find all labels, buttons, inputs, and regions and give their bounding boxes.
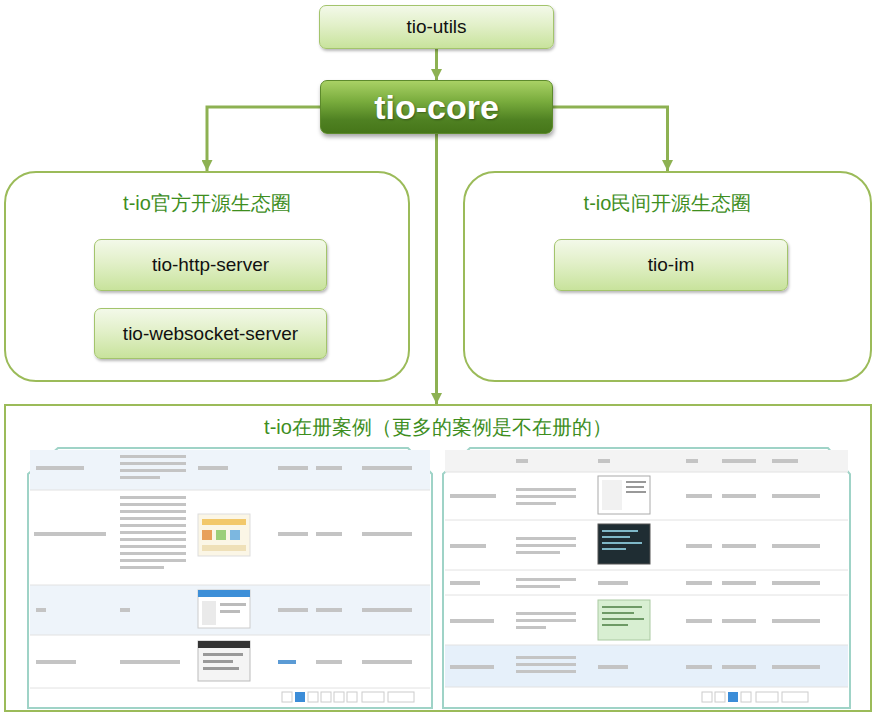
connector-arrow	[435, 134, 438, 404]
node-label: tio-utils	[406, 16, 466, 38]
connector-arrow	[207, 107, 320, 171]
node-label: tio-websocket-server	[123, 323, 298, 345]
thumbnail	[598, 524, 650, 564]
node-label: tio-core	[374, 88, 499, 127]
pagination	[282, 692, 414, 702]
group-heading: t-io在册案例（更多的案例是不在册的）	[6, 414, 870, 441]
ecosystem-group: t-io民间开源生态圈 tio-im	[463, 171, 872, 382]
connector-arrow	[553, 107, 668, 171]
screenshot-right	[443, 448, 850, 708]
node-label: tio-im	[648, 254, 694, 276]
group-heading: t-io官方开源生态圈	[6, 190, 408, 217]
ecosystem-group: t-io官方开源生态圈 tio-http-server tio-websocket-…	[4, 171, 410, 382]
thumbnail	[598, 476, 650, 514]
pagination	[702, 692, 808, 702]
cases-panel: t-io在册案例（更多的案例是不在册的）	[4, 404, 872, 712]
module-box: tio-http-server	[94, 239, 327, 291]
node-label: tio-http-server	[152, 254, 269, 276]
core-box: tio-core	[320, 80, 553, 134]
module-box: tio-websocket-server	[94, 308, 327, 359]
group-heading: t-io民间开源生态圈	[465, 190, 870, 217]
thumbnail	[198, 514, 250, 556]
module-box: tio-utils	[319, 5, 554, 49]
connector-arrow	[435, 49, 438, 80]
thumbnail	[598, 600, 650, 640]
thumbnail	[198, 590, 250, 628]
screenshot-left	[28, 448, 432, 708]
module-box: tio-im	[554, 239, 788, 291]
thumbnail	[198, 641, 250, 681]
